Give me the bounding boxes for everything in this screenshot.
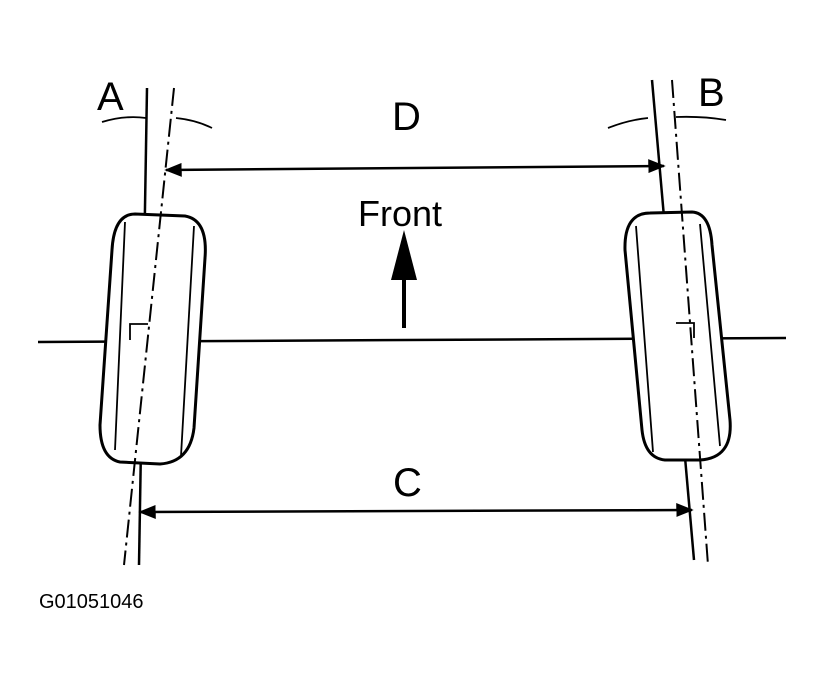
angle-a-arc xyxy=(101,116,213,129)
angle-a-label: A xyxy=(97,75,124,119)
figure-code: G01051046 xyxy=(39,591,144,613)
right-right-angle-mark xyxy=(676,322,695,338)
right-wheel xyxy=(607,79,732,566)
rear-distance-line-c xyxy=(138,503,694,519)
right-wheel-centerline xyxy=(671,79,709,566)
right-tire xyxy=(623,210,732,462)
left-tire-inner-edge xyxy=(114,221,195,457)
left-tire xyxy=(98,212,207,466)
right-tire-inner-edge xyxy=(635,223,721,453)
left-wheel xyxy=(98,87,213,566)
front-label: Front xyxy=(358,193,442,234)
left-right-angle-mark xyxy=(129,323,148,340)
front-distance-line-d xyxy=(164,159,666,177)
distance-d-label: D xyxy=(392,95,421,139)
angle-b-arc xyxy=(607,115,727,129)
front-direction-arrow xyxy=(391,230,417,328)
angle-b-label: B xyxy=(698,71,725,115)
distance-c-label: C xyxy=(393,461,422,505)
